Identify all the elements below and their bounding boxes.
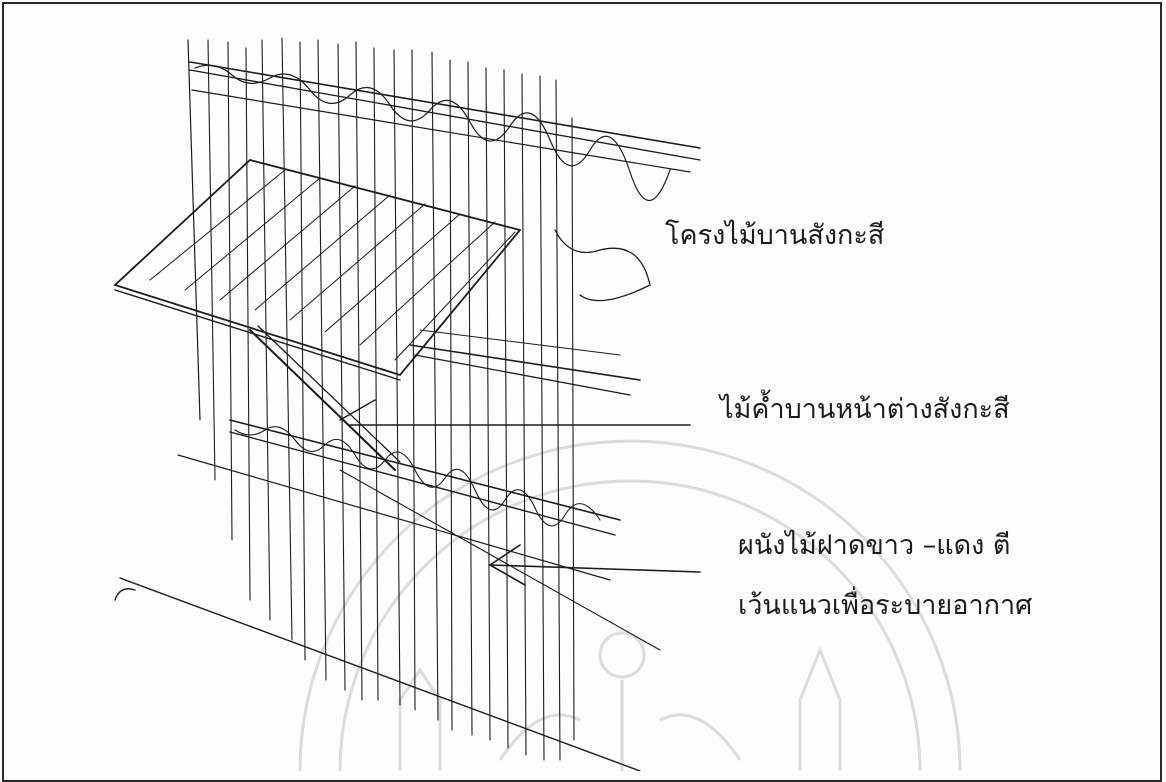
watermark-seal bbox=[298, 439, 962, 771]
label-roof-frame: โครงไม้บานสังกะสี bbox=[665, 220, 885, 251]
label-window-prop: ไม้ค้ำบานหน้าต่างสังกะสี bbox=[720, 394, 1010, 425]
label-wall-line2: เว้นแนวเพื่อระบายอากาศ bbox=[738, 590, 1033, 621]
sketch-lines bbox=[113, 37, 701, 771]
label-wall-line1: ผนังไม้ฝาดขาว –แดง ตี bbox=[738, 530, 1011, 561]
